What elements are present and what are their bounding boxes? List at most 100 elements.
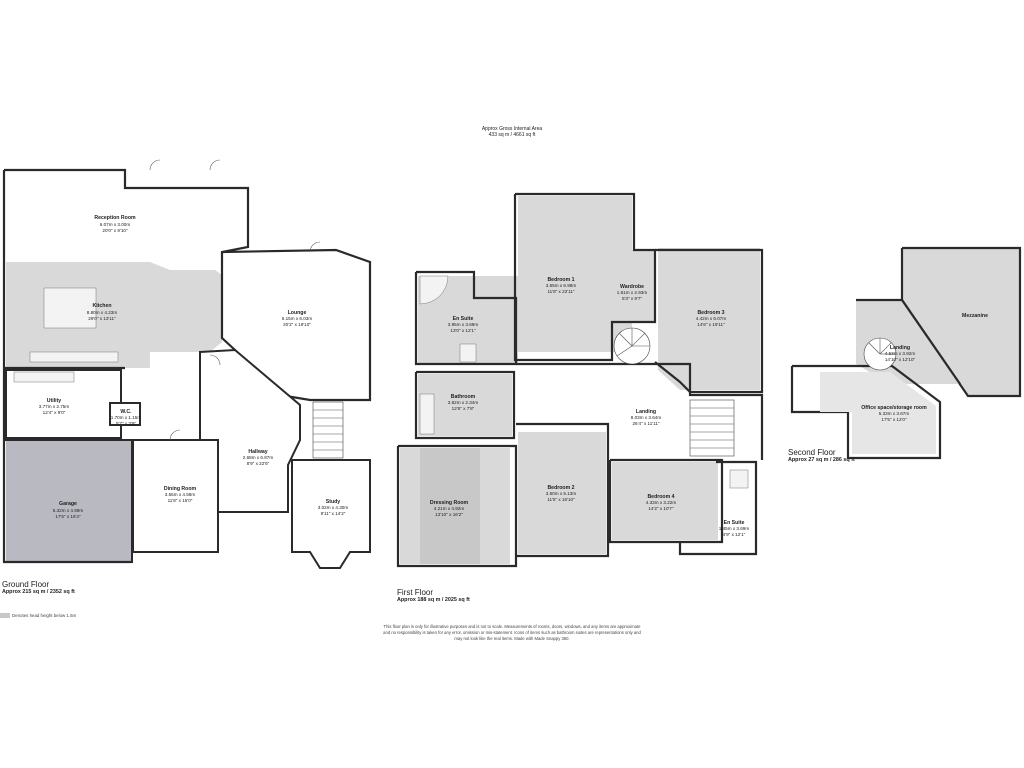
door-arc — [209, 159, 221, 171]
corner-bath — [419, 275, 449, 305]
room-dims-ft: 5'7" x 3'9" — [116, 421, 136, 426]
floor-name: Second Floor — [788, 448, 836, 457]
room-dims-ft: 14'6" x 19'11" — [697, 322, 725, 327]
room-dims-ft: 29'0" x 13'11" — [88, 316, 116, 321]
mezzanine-wall — [900, 246, 1022, 398]
room-name: W.C. — [120, 409, 132, 415]
room-dims-ft: 5'3" x 9'7" — [622, 296, 642, 301]
room-dims-m: 8.03m x 3.64m — [631, 415, 662, 420]
room-name: En Suite — [724, 520, 745, 526]
room-dims-ft: 26'4" x 11'11" — [632, 421, 659, 426]
second-floor-spiral-stair — [863, 337, 897, 371]
room-dims-m: 2.68m x 6.87m — [243, 455, 274, 460]
room-name: Hallway — [248, 449, 267, 455]
landing-2-wall — [856, 298, 961, 385]
floor-name: Ground Floor — [2, 580, 50, 589]
ground-staircase — [312, 401, 344, 459]
room-name: Lounge — [288, 310, 307, 316]
legend-swatch — [0, 613, 10, 618]
gross-area: Approx Gross Internal Area 433 sq m / 46… — [412, 126, 612, 138]
dressing-room-shade-dark — [420, 448, 480, 564]
bedroom-3-shade — [658, 248, 760, 390]
first-floor-plan — [396, 192, 764, 568]
dressing-room-wall — [396, 444, 518, 568]
room-dims-m: 4.53m x 3.92m — [885, 351, 916, 356]
wardrobe-shade — [612, 250, 656, 322]
room-dims-m: 1.70m x 1.15m — [111, 415, 142, 420]
room-dims-m: 1.45m x 3.69m — [719, 526, 750, 531]
room-dims-ft: 17'5" x 16'4" — [55, 514, 81, 519]
room-dims-m: 8.80m x 4.23m — [87, 310, 118, 315]
bedroom-2-shade — [518, 432, 606, 554]
room-dims-m: 3.55m x 4.58m — [165, 492, 196, 497]
room-name: Dining Room — [164, 486, 197, 492]
gross-area-value: 433 sq m / 4661 sq ft — [488, 132, 536, 138]
first-floor-staircase — [689, 399, 735, 457]
kitchen-counter — [29, 351, 119, 363]
room-dims-m: 4.42m x 6.07m — [696, 316, 727, 321]
room-dims-ft: 20'0" x 9'10" — [102, 228, 128, 233]
disclaimer-line: This floor plan is only for illustrative… — [383, 624, 641, 629]
room-dims-m: 1.61m x 2.93m — [617, 290, 648, 295]
room-dims-m: 3.82m x 2.34m — [448, 400, 479, 405]
kitchen-island — [43, 287, 97, 329]
door-arc — [309, 241, 321, 253]
room-dims-ft: 17'5" x 12'0" — [881, 417, 907, 422]
room-dims-ft: 12'6" x 7'8" — [452, 406, 475, 411]
room-dims-m: 3.55m x 6.98m — [546, 283, 577, 288]
door-arc — [169, 429, 181, 441]
room-dims-ft: 8'9" x 22'6" — [247, 461, 270, 466]
room-dims-m: 4.33m x 3.22m — [646, 500, 677, 505]
door-arc — [149, 159, 161, 171]
bedroom-4-shade — [612, 462, 718, 540]
garage-shade — [6, 440, 132, 562]
floor-area: Approx 215 sq m / 2352 sq ft — [2, 589, 75, 595]
study-outline — [291, 459, 371, 569]
room-name: Dressing Room — [430, 500, 469, 506]
room-name: Landing — [890, 345, 910, 351]
room-dims-ft: 9'11" x 14'2" — [321, 511, 346, 516]
room-dims-m: 3.95m x 3.69m — [448, 322, 479, 327]
second-floor-plan — [790, 246, 1022, 460]
room-name: Garage — [59, 501, 77, 507]
room-dims-ft: 14'10" x 12'10" — [885, 357, 916, 362]
room-dims-m: 5.32m x 4.99m — [53, 508, 84, 513]
room-name: Bathroom — [451, 394, 476, 400]
second-floor-caption: Second Floor Approx 27 sq m / 286 sq ft — [788, 448, 855, 463]
bedroom-1-shade — [518, 196, 632, 352]
room-dims-ft: 11'5" x 16'10" — [547, 497, 575, 502]
room-dims-ft: 11'8" x 15'0" — [168, 498, 193, 503]
ground-outer-wall — [4, 168, 372, 402]
spiral-staircase — [613, 327, 651, 365]
room-dims-m: 6.15m x 6.03m — [282, 316, 313, 321]
room-dims-ft: 13'10" x 16'2" — [435, 512, 463, 517]
room-name: Bedroom 1 — [547, 277, 574, 283]
floor-name: First Floor — [397, 588, 433, 597]
dining-room-outline — [132, 439, 219, 553]
room-name: Bedroom 2 — [547, 485, 574, 491]
room-dims-ft: 11'8" x 22'11" — [547, 289, 574, 294]
utility-counter — [13, 371, 75, 383]
bedroom-3-wall — [654, 248, 764, 394]
room-name: Mezzanine — [962, 313, 988, 319]
room-dims-m: 3.50m x 5.13m — [546, 491, 577, 496]
shower-tray — [459, 343, 477, 363]
mezzanine-shade — [902, 248, 1020, 396]
room-dims-m: 6.07m x 3.00m — [100, 222, 131, 227]
floor-area: Approx 188 sq m / 2025 sq ft — [397, 597, 470, 603]
room-labels: Reception Room 6.07m x 3.00m 20'0" x 9'1… — [39, 215, 988, 537]
office-shade — [820, 372, 936, 454]
bath — [419, 393, 435, 435]
room-name: Bedroom 4 — [647, 494, 674, 500]
ground-floor-caption: Ground Floor Approx 215 sq m / 2352 sq f… — [2, 580, 75, 595]
room-dims-ft: 20'2" x 19'10" — [283, 322, 311, 327]
wc-outline — [109, 402, 141, 426]
room-dims-ft: 13'0" x 12'1" — [450, 328, 476, 333]
room-dims-ft: 14'2" x 10'7" — [648, 506, 674, 511]
door-arc — [209, 354, 221, 366]
bathroom-wall — [414, 370, 516, 440]
room-name: Wardrobe — [620, 284, 644, 290]
bedroom-4-wall — [608, 458, 724, 544]
room-name: Landing — [636, 409, 656, 415]
